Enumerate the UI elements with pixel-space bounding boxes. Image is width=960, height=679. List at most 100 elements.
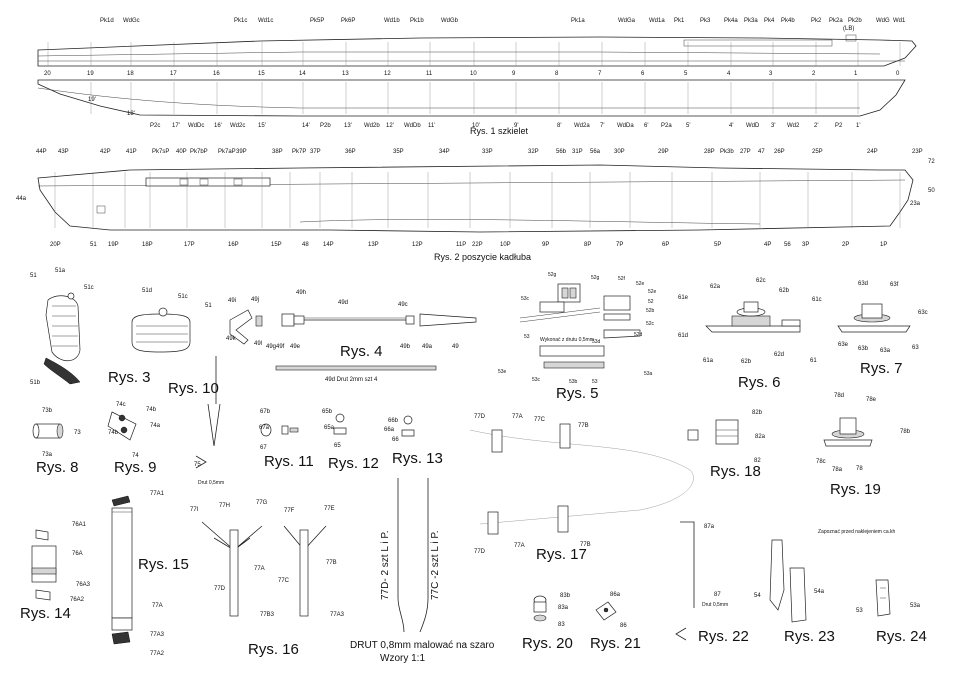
part-label: 77G xyxy=(256,500,268,506)
skeleton-upper-outline xyxy=(37,36,917,67)
part-label: 77D xyxy=(474,414,486,420)
part-label: 23P xyxy=(912,149,923,155)
part-label: 56b xyxy=(556,149,567,155)
part-label: 39P xyxy=(236,149,247,155)
wire-77c-label: 77C -2 szt L i P. xyxy=(430,531,441,600)
part-label: 7' xyxy=(600,123,604,129)
part-label: 63d xyxy=(858,281,868,287)
part-label: 13' xyxy=(344,123,352,129)
wire-note-scale: Wzory 1:1 xyxy=(380,653,425,664)
part-label: 0 xyxy=(896,71,900,77)
part-label: 53 xyxy=(856,608,863,614)
part-label: P2c xyxy=(150,123,160,129)
part-label: 77E xyxy=(324,506,335,512)
part-label: 72 xyxy=(928,159,935,165)
rys10-note: Drut 0,5mm xyxy=(198,480,224,486)
rys11-caption: Rys. 11 xyxy=(264,453,314,470)
part-label: Pk3 xyxy=(700,18,711,24)
part-label: 29P xyxy=(658,149,669,155)
part-label: 33P xyxy=(482,149,493,155)
part-label: 67b xyxy=(260,409,271,415)
part-label: 54a xyxy=(814,589,825,595)
part-label: 36P xyxy=(345,149,356,155)
part-label: 18' xyxy=(127,111,135,117)
part-label: 53e xyxy=(498,369,507,375)
part-label: Pk6P xyxy=(341,18,355,24)
part-label: 77H xyxy=(219,503,230,509)
rys13-caption: Rys. 13 xyxy=(392,450,443,467)
part-label: 53 xyxy=(592,379,598,385)
wire-77d-label: 77D- 2 szt L i P. xyxy=(380,531,391,600)
part-label: 74c xyxy=(116,402,126,408)
part-label: 73a xyxy=(42,452,53,458)
part-label: Pk4 xyxy=(764,18,775,24)
part-label: 77B xyxy=(326,560,337,566)
wire-note-paint: DRUT 0,8mm malować na szaro xyxy=(350,640,495,651)
part-label: 13 xyxy=(342,71,349,77)
part-label: 52g xyxy=(548,272,557,278)
rys19-caption: Rys. 19 xyxy=(830,481,881,498)
rys5-caption: Rys. 5 xyxy=(556,385,599,402)
part-label: 10 xyxy=(470,71,477,77)
part-label: 49a xyxy=(422,344,433,350)
part-label: 16 xyxy=(213,71,220,77)
part-label: 27P xyxy=(740,149,751,155)
part-label: 62c xyxy=(756,278,766,284)
part-label: 2P xyxy=(842,242,849,248)
part-label: 53d xyxy=(592,339,601,345)
part-label: 9 xyxy=(512,71,516,77)
part-label: 25P xyxy=(812,149,823,155)
part-label: 35P xyxy=(393,149,404,155)
part-label: 51b xyxy=(30,380,41,386)
part-label: Wd1b xyxy=(384,18,400,24)
rys10-caption: Rys. 10 xyxy=(168,380,219,397)
skeleton-lower-outline xyxy=(37,79,906,117)
part-label: 61 xyxy=(810,358,817,364)
part-label: 52g xyxy=(591,275,600,281)
part-label: 44a xyxy=(16,196,27,202)
part-label: 42P xyxy=(100,149,111,155)
part-label: 22P xyxy=(472,242,483,248)
part-label: 52b xyxy=(646,308,655,314)
part-label: 53c xyxy=(532,377,541,383)
part-label: 18 xyxy=(127,71,134,77)
part-label: Pk1 xyxy=(674,18,685,24)
part-label: 74b xyxy=(108,430,119,436)
part-label: 11 xyxy=(426,71,433,77)
part-label: 82 xyxy=(754,458,761,464)
part-label: P2b xyxy=(320,123,331,129)
part-label: 77A xyxy=(514,543,525,549)
part-label: 61d xyxy=(678,333,688,339)
part-label: 49c xyxy=(398,302,408,308)
part-label: 61e xyxy=(678,295,689,301)
rys15-caption: Rys. 15 xyxy=(138,556,189,573)
part-label: 63b xyxy=(858,346,869,352)
part-label: 61c xyxy=(812,297,822,303)
part-label: 15 xyxy=(258,71,265,77)
part-label: 5' xyxy=(686,123,690,129)
part-label: 77A3 xyxy=(150,632,165,638)
part-label: WdGb xyxy=(441,18,459,24)
part-label: Pk3a xyxy=(744,18,758,24)
part-label: 77A xyxy=(254,566,265,572)
part-label: 19' xyxy=(88,97,96,103)
part-label: 49j xyxy=(251,297,259,303)
part-label: 56a xyxy=(590,149,601,155)
part-label: 49 xyxy=(452,344,459,350)
part-label: Pk1c xyxy=(234,18,247,24)
part-label: 48 xyxy=(302,242,309,248)
part-label: 77B xyxy=(580,542,591,548)
rys14-caption: Rys. 14 xyxy=(20,605,71,622)
part-label: Wd1c xyxy=(258,18,273,24)
part-label: 8' xyxy=(557,123,561,129)
part-label: WdGc xyxy=(123,18,140,24)
part-label: 49f xyxy=(276,344,285,350)
